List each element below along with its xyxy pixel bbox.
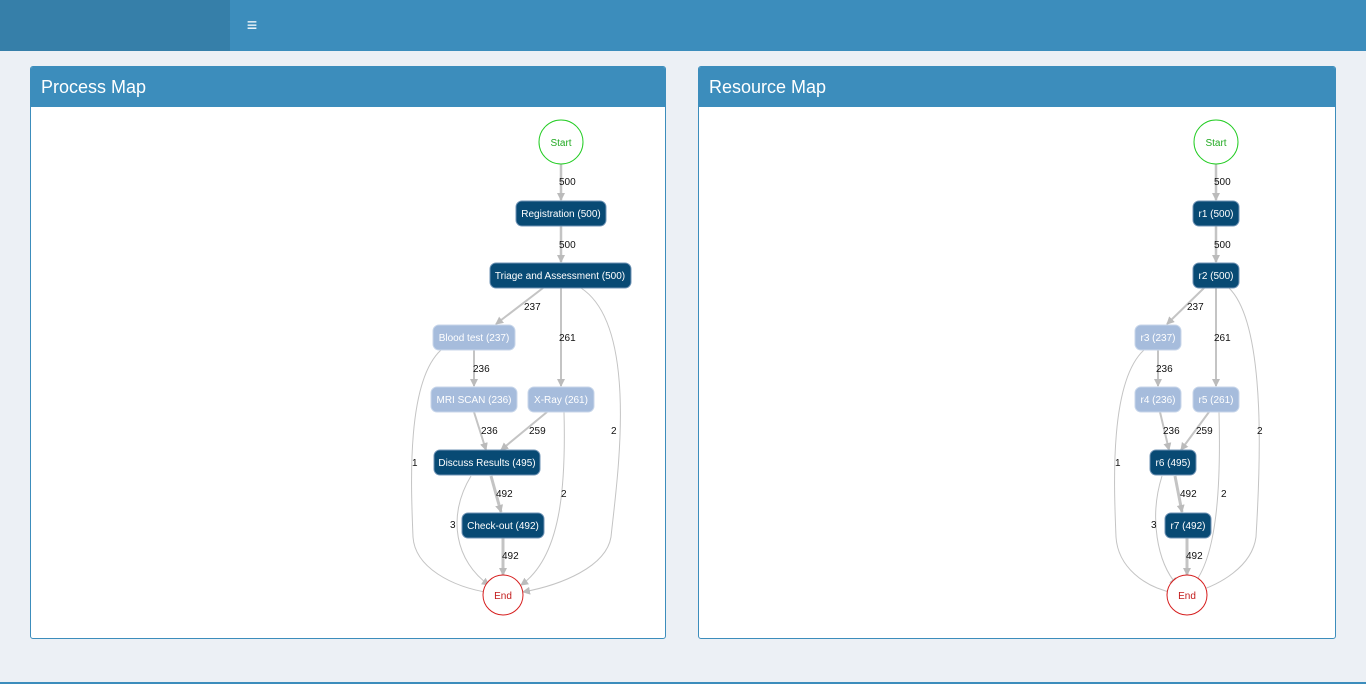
svg-text:r4 (236): r4 (236) (1140, 395, 1175, 406)
edge-mri-discuss (473, 411, 488, 451)
svg-text:Start: Start (550, 138, 571, 149)
node-r4[interactable]: r4 (236) (1134, 386, 1182, 413)
edge-label: 1 (412, 458, 418, 469)
svg-text:Blood test (237): Blood test (237) (439, 333, 510, 344)
svg-text:End: End (1178, 591, 1196, 602)
edge-label: 2 (1221, 489, 1227, 500)
edge-label: 492 (496, 489, 513, 500)
edge-label: 237 (1187, 302, 1204, 313)
svg-text:r7 (492): r7 (492) (1170, 521, 1205, 532)
edge-label: 2 (561, 489, 567, 500)
resource-map-panel: Resource Map 500 500 237 261 (698, 66, 1336, 639)
node-start[interactable]: Start (538, 119, 584, 165)
edge-r5-r6 (1180, 411, 1210, 451)
edge-xray-end (520, 411, 565, 586)
edge-label: 261 (559, 333, 576, 344)
edge-label: 2 (1257, 426, 1263, 437)
svg-text:X-Ray (261): X-Ray (261) (534, 395, 588, 406)
node-mri-scan[interactable]: MRI SCAN (236) (430, 386, 518, 413)
node-end[interactable]: End (482, 574, 524, 616)
edge-label: 2 (611, 426, 617, 437)
edge-r6-end (1155, 475, 1178, 586)
edge-bloodtest-end (411, 349, 492, 596)
logo-area (0, 0, 230, 51)
edge-r5-end (1192, 411, 1220, 586)
svg-text:r1 (500): r1 (500) (1198, 209, 1233, 220)
svg-text:Registration (500): Registration (500) (521, 209, 600, 220)
svg-text:Triage and Assessment (500): Triage and Assessment (500) (495, 271, 625, 282)
node-xray[interactable]: X-Ray (261) (527, 386, 595, 413)
edge-label: 236 (473, 364, 490, 375)
node-r6[interactable]: r6 (495) (1149, 449, 1197, 476)
edge-label: 236 (481, 426, 498, 437)
edge-label: 492 (1186, 551, 1203, 562)
edge-triage-bloodtest (495, 287, 544, 325)
resource-map-title: Resource Map (699, 67, 1335, 107)
edge-label: 1 (1115, 458, 1121, 469)
node-r1[interactable]: r1 (500) (1192, 200, 1240, 227)
node-r7[interactable]: r7 (492) (1164, 512, 1212, 539)
resource-map-graph[interactable]: 500 500 237 261 2 236 1 236 259 2 492 3 … (699, 107, 1336, 639)
edge-label: 500 (1214, 177, 1231, 188)
node-start[interactable]: Start (1193, 119, 1239, 165)
edge-r2-r3 (1166, 287, 1205, 325)
node-registration[interactable]: Registration (500) (515, 200, 607, 227)
svg-text:r5 (261): r5 (261) (1198, 395, 1233, 406)
edge-label: 492 (1180, 489, 1197, 500)
edge-r3-end (1114, 349, 1175, 596)
svg-text:MRI SCAN (236): MRI SCAN (236) (436, 395, 511, 406)
svg-text:End: End (494, 591, 512, 602)
edge-label: 492 (502, 551, 519, 562)
svg-text:Discuss Results (495): Discuss Results (495) (438, 458, 535, 469)
node-blood-test[interactable]: Blood test (237) (432, 324, 516, 351)
edge-label: 500 (559, 240, 576, 251)
node-discuss-results[interactable]: Discuss Results (495) (433, 449, 541, 476)
edge-label: 261 (1214, 333, 1231, 344)
edge-r4-r6 (1159, 411, 1172, 451)
edge-label: 236 (1156, 364, 1173, 375)
node-r2[interactable]: r2 (500) (1192, 262, 1240, 289)
node-r5[interactable]: r5 (261) (1192, 386, 1240, 413)
edge-label: 500 (559, 177, 576, 188)
svg-text:Check-out (492): Check-out (492) (467, 521, 539, 532)
svg-text:r6 (495): r6 (495) (1155, 458, 1190, 469)
top-navbar: ≡ (0, 0, 1366, 51)
edge-label: 500 (1214, 240, 1231, 251)
hamburger-icon[interactable]: ≡ (246, 15, 258, 35)
node-end[interactable]: End (1166, 574, 1208, 616)
process-map-title: Process Map (31, 67, 665, 107)
edge-discuss-checkout (489, 475, 503, 513)
edge-label: 259 (529, 426, 546, 437)
process-map-panel: Process Map 500 500 237 261 (30, 66, 666, 639)
edge-discuss-end (456, 475, 490, 586)
edge-label: 237 (524, 302, 541, 313)
node-r3[interactable]: r3 (237) (1134, 324, 1182, 351)
edge-label: 259 (1196, 426, 1213, 437)
svg-text:r3 (237): r3 (237) (1140, 333, 1175, 344)
edge-r2-end (1194, 287, 1260, 594)
edge-label: 236 (1163, 426, 1180, 437)
node-triage[interactable]: Triage and Assessment (500) (489, 262, 632, 289)
node-check-out[interactable]: Check-out (492) (461, 512, 545, 539)
footer-divider (0, 682, 1366, 684)
edge-label: 3 (450, 520, 456, 531)
svg-text:r2 (500): r2 (500) (1198, 271, 1233, 282)
svg-text:Start: Start (1205, 138, 1226, 149)
edge-r6-r7 (1173, 475, 1185, 513)
edge-triage-end (522, 287, 621, 595)
edge-xray-discuss (500, 411, 548, 451)
edge-label: 3 (1151, 520, 1157, 531)
process-map-graph[interactable]: 500 500 237 261 2 236 1 236 259 2 492 3 … (31, 107, 666, 639)
